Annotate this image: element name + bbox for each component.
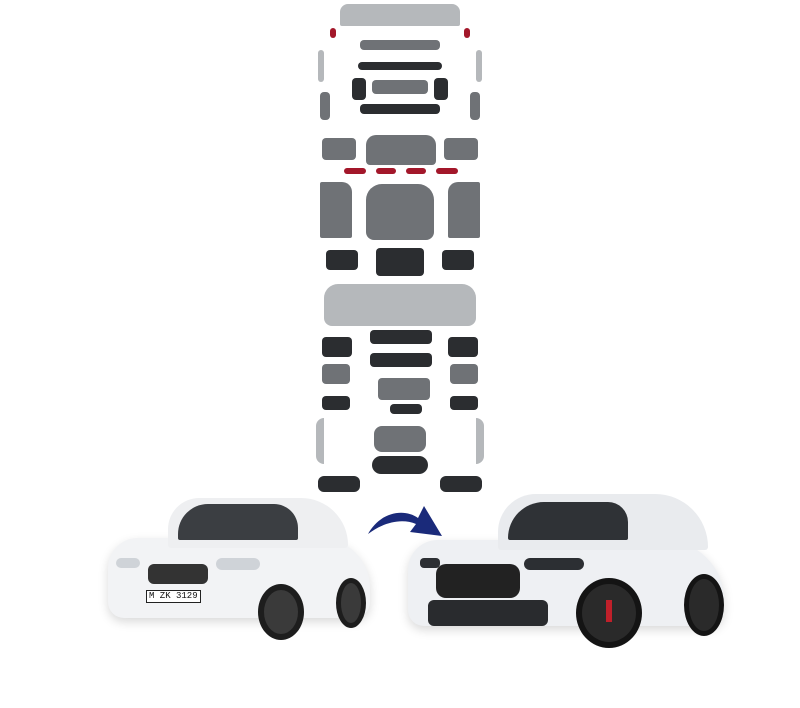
curved-arrow-right-icon: [366, 500, 446, 540]
headlight-right: [216, 558, 260, 570]
front-wheel: [258, 584, 304, 640]
mounts: [360, 104, 440, 114]
parts-kit: [310, 0, 490, 500]
arch-trim-left: [318, 50, 324, 82]
rear-diffuser: [360, 40, 440, 50]
tail-light-3: [406, 168, 426, 174]
new-car: [408, 490, 728, 650]
kidney-grille: [148, 564, 208, 584]
splitter-left: [322, 396, 350, 410]
rear-wheel: [336, 578, 366, 628]
fender-liner-right: [470, 92, 480, 120]
splitter-right: [450, 396, 478, 410]
headlight-right: [440, 476, 482, 492]
kidney-frame: [374, 426, 426, 452]
windshield: [178, 504, 298, 540]
air-duct-right: [450, 364, 478, 384]
air-duct-left: [322, 364, 350, 384]
bracket-left: [352, 78, 366, 100]
front-bumper: [324, 284, 476, 326]
rear-reflector-right: [464, 28, 470, 38]
lower-trim: [390, 404, 422, 414]
hood: [366, 184, 434, 240]
rear-wheel: [684, 574, 724, 636]
fender-liner-left: [320, 92, 330, 120]
headlight-right: [524, 558, 584, 570]
front-fender-right: [448, 182, 480, 238]
old-car: M ZK 3129: [108, 494, 370, 644]
bracket-right: [434, 78, 448, 100]
headlight-left: [116, 558, 140, 568]
intake-frame-right: [448, 337, 478, 357]
bracket-front-right: [442, 250, 474, 270]
front-arch-left: [316, 418, 324, 464]
headlight-left: [420, 558, 440, 568]
front-arch-right: [476, 418, 484, 464]
tail-light-2: [376, 168, 396, 174]
lower-intake: [428, 600, 548, 626]
brake-caliper: [606, 600, 612, 622]
tail-light-4: [436, 168, 458, 174]
center-intake: [370, 353, 432, 367]
bumper-support: [378, 378, 430, 400]
front-fender-left: [320, 182, 352, 238]
bracket-front-left: [326, 250, 358, 270]
rear-bumper: [340, 4, 460, 26]
kidney-grille: [436, 564, 520, 598]
tail-light-1: [344, 168, 366, 174]
windshield: [508, 502, 628, 540]
rear-reflector-left: [330, 28, 336, 38]
rear-fender-right: [444, 138, 478, 160]
lower-grille: [370, 330, 432, 344]
intake-frame-left: [322, 337, 352, 357]
rear-valance: [372, 80, 428, 94]
arch-trim-right: [476, 50, 482, 82]
trunk-lid: [366, 135, 436, 165]
headlight-left: [318, 476, 360, 492]
license-plate: M ZK 3129: [146, 590, 201, 603]
exhaust-tips: [358, 62, 442, 70]
kidney-grille: [372, 456, 428, 474]
rear-fender-left: [322, 138, 356, 160]
underbody-panel: [376, 248, 424, 276]
